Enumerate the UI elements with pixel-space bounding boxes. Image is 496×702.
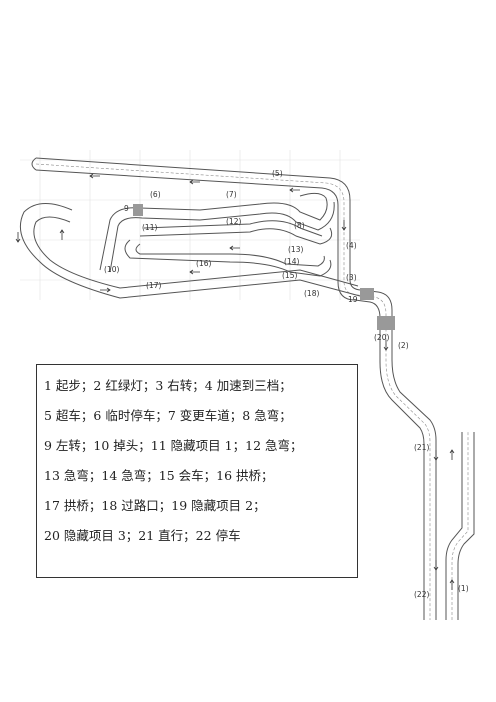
direction-arrows bbox=[15, 173, 455, 590]
label-19: 19 bbox=[348, 295, 358, 304]
label-16: (16) bbox=[196, 259, 211, 268]
legend-line: 1 起步；2 红绿灯；3 右转；4 加速到三档； bbox=[44, 378, 292, 393]
legend-box: 1 起步；2 红绿灯；3 右转；4 加速到三档； 5 超车；6 临时停车；7 变… bbox=[36, 364, 358, 578]
label-20: (20) bbox=[374, 333, 389, 342]
label-12: (12) bbox=[226, 217, 241, 226]
label-5: (5) bbox=[272, 169, 283, 178]
inner-track bbox=[20, 192, 361, 299]
legend-line: 5 超车；6 临时停车；7 变更车道；8 急弯； bbox=[44, 408, 292, 423]
label-21: (21) bbox=[414, 443, 429, 452]
label-22: (22) bbox=[414, 590, 429, 599]
label-17: (17) bbox=[146, 281, 161, 290]
label-7: (7) bbox=[226, 190, 237, 199]
outer-track bbox=[31, 157, 437, 620]
label-14: (14) bbox=[284, 257, 299, 266]
label-15: (15) bbox=[282, 271, 297, 280]
label-4: (4) bbox=[346, 241, 357, 250]
label-6: (6) bbox=[150, 190, 161, 199]
label-8: (8) bbox=[294, 221, 305, 230]
label-18: (18) bbox=[304, 289, 319, 298]
label-13: (13) bbox=[288, 245, 303, 254]
label-3: (3) bbox=[346, 273, 357, 282]
label-10: (10) bbox=[104, 265, 119, 274]
label-1: (1) bbox=[458, 584, 469, 593]
hatch-markers bbox=[133, 204, 395, 330]
label-9: 9 bbox=[124, 204, 129, 213]
point-labels: (5) (6) (7) 9 (8) (12) (11) (4) (13) (14… bbox=[104, 169, 469, 599]
legend-line: 13 急弯；14 急弯；15 会车；16 拱桥； bbox=[44, 468, 274, 483]
legend-line: 20 隐藏项目 3；21 直行；22 停车 bbox=[44, 528, 241, 543]
legend-line: 9 左转；10 掉头；11 隐藏项目 1；12 急弯； bbox=[44, 438, 303, 453]
label-11: (11) bbox=[142, 223, 157, 232]
legend-line: 17 拱桥；18 过路口；19 隐藏项目 2； bbox=[44, 498, 266, 513]
label-2: (2) bbox=[398, 341, 409, 350]
entry-lane bbox=[445, 432, 475, 620]
